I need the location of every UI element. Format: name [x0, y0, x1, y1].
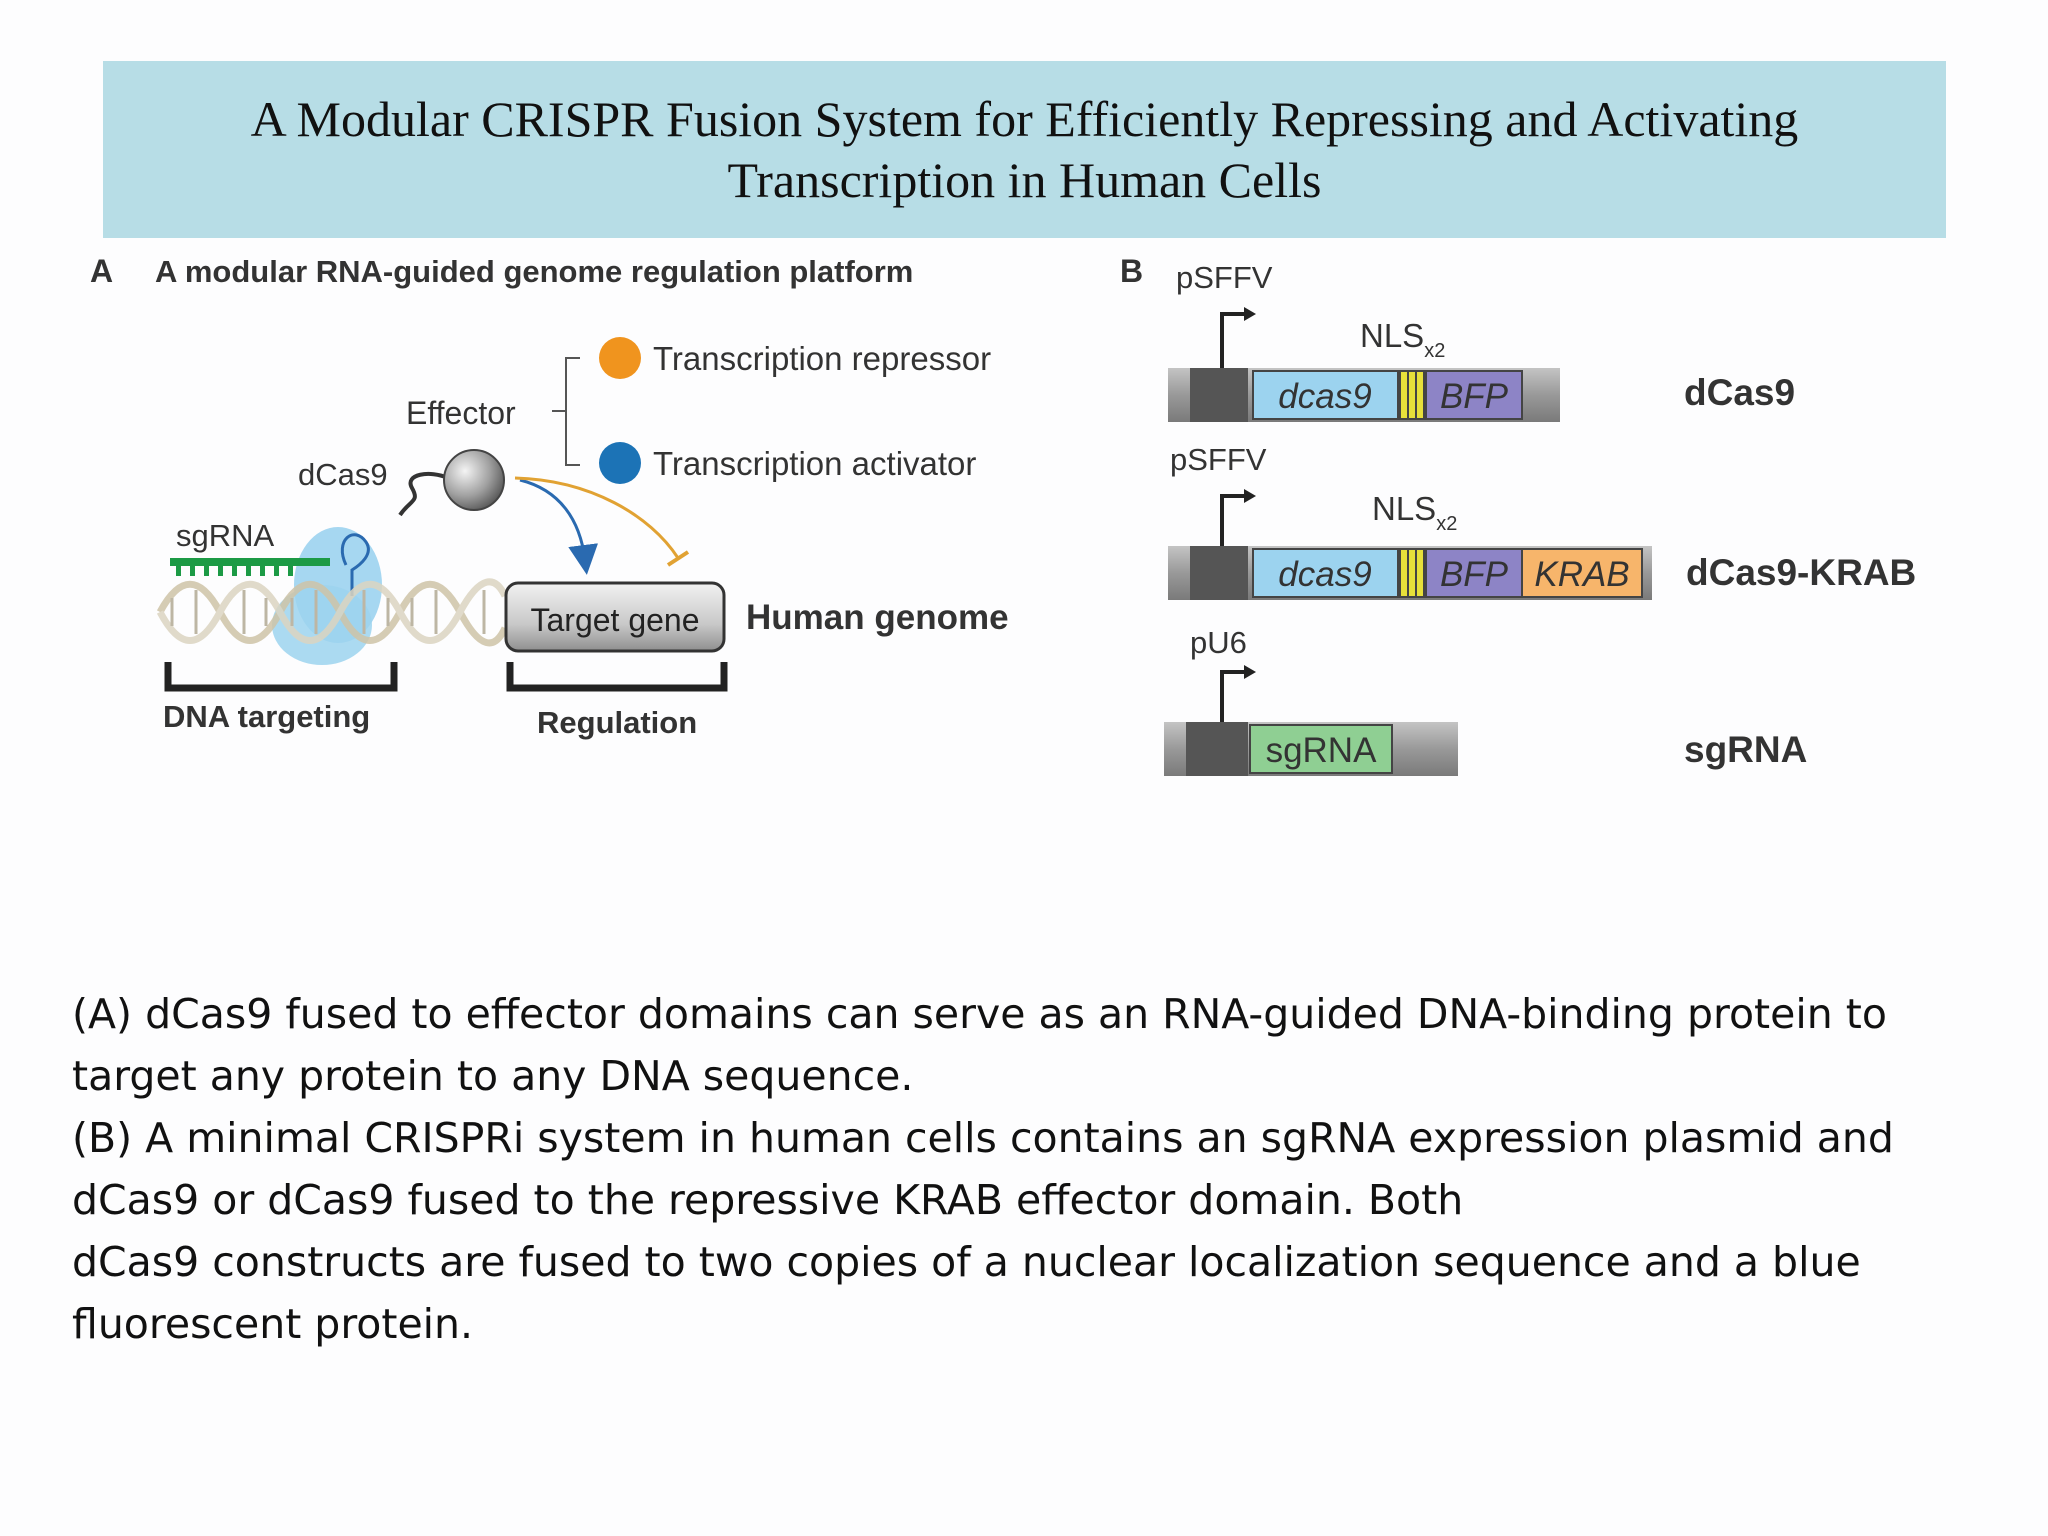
repressor-dot	[599, 337, 641, 379]
repression-bar	[666, 550, 690, 567]
panel-a-heading: A modular RNA-guided genome regulation p…	[155, 254, 913, 289]
promoter-arrowhead	[1244, 489, 1256, 503]
promoter-arrowhead	[1244, 307, 1256, 321]
promoter-arrow	[1220, 312, 1246, 368]
target-gene-label: Target gene	[530, 602, 699, 638]
promoter-arrow	[1220, 494, 1246, 548]
activation-arrow	[519, 478, 599, 575]
promoter-block	[1190, 368, 1248, 422]
promoter-arrow	[1220, 670, 1246, 724]
bfp-domain-label: BFP	[1440, 377, 1509, 416]
caption-b-line3: dCas9 constructs are fused to two copies…	[72, 1238, 1861, 1286]
dna-targeting-label: DNA targeting	[163, 699, 370, 734]
effector-label: Effector	[406, 395, 516, 431]
caption-b-line4: fluorescent protein.	[72, 1300, 474, 1348]
dcas9-domain	[1252, 370, 1399, 420]
bfp-domain-label: BFP	[1440, 555, 1509, 594]
slide-title: A Modular CRISPR Fusion System for Effic…	[103, 61, 1946, 238]
caption-b-line1: (B) A minimal CRISPRi system in human ce…	[72, 1114, 1894, 1162]
sgrna-teeth	[176, 566, 293, 576]
activator-dot	[599, 442, 641, 484]
dna-targeting-bracket	[164, 662, 398, 692]
sgrna-domain-label: sgRNA	[1266, 731, 1378, 770]
panel-b-letter: B	[1120, 253, 1143, 289]
slide-title-line2: Transcription in Human Cells	[727, 151, 1322, 208]
nls-domain	[1399, 548, 1425, 598]
panel-d-letter: D	[1120, 864, 1145, 880]
dcas9-domain-label: dcas9	[1278, 555, 1371, 594]
cropped-panel-letters: C D	[90, 864, 1145, 880]
nls-label: NLSx2	[1360, 317, 1445, 362]
target-gene-box	[504, 581, 726, 653]
construct-name: sgRNA	[1684, 729, 1807, 770]
dcas9-domain-label: dcas9	[1278, 377, 1371, 416]
caption-a-line1: (A) dCas9 fused to effector domains can …	[72, 990, 1887, 1038]
promoter-label: pU6	[1190, 625, 1247, 660]
regulation-bracket	[506, 662, 728, 692]
activator-label: Transcription activator	[653, 445, 976, 482]
regulation-label: Regulation	[537, 705, 697, 740]
promoter-block	[1190, 546, 1248, 600]
effector-ball	[443, 449, 505, 511]
slide-title-line1: A Modular CRISPR Fusion System for Effic…	[250, 90, 1799, 147]
sgrna-hairpin	[340, 533, 370, 596]
dcas9-domain	[1252, 548, 1399, 598]
effector-tether	[398, 471, 449, 517]
dna-helix	[156, 578, 509, 647]
construct-sgrna: pU6 sgRNA sgRNA	[1164, 625, 1807, 776]
nls-label: NLSx2	[1372, 490, 1457, 535]
construct-dcas9: pSFFV NLSx2 dcas9 BFP dCas9	[1168, 260, 1795, 422]
sgrna-strand	[170, 558, 330, 566]
promoter-block	[1186, 722, 1248, 776]
dna-rungs	[170, 590, 486, 634]
dcas9-label: dCas9	[298, 457, 388, 492]
bfp-domain	[1425, 370, 1523, 420]
promoter-arrowhead	[1244, 665, 1256, 679]
nls-domain	[1399, 370, 1425, 420]
krab-domain	[1521, 548, 1643, 598]
sgrna-domain	[1249, 724, 1393, 774]
caption-a-line2: target any protein to any DNA sequence.	[72, 1052, 914, 1100]
promoter-label: pSFFV	[1170, 442, 1267, 477]
construct-name: dCas9-KRAB	[1686, 552, 1916, 593]
crispr-figure: A A modular RNA-guided genome regulation…	[90, 253, 1916, 880]
promoter-label: pSFFV	[1176, 260, 1273, 295]
effector-bracket	[552, 357, 580, 466]
krab-domain-label: KRAB	[1534, 555, 1629, 594]
sgrna-label: sgRNA	[176, 518, 275, 553]
figure-caption: (A) dCas9 fused to effector domains can …	[72, 983, 1992, 1355]
repressor-label: Transcription repressor	[653, 340, 991, 377]
construct-name: dCas9	[1684, 372, 1795, 413]
human-genome-label: Human genome	[746, 598, 1009, 637]
panel-a: A A modular RNA-guided genome regulation…	[90, 253, 1009, 740]
panel-a-letter: A	[90, 253, 113, 289]
panel-b: B pSFFV NLSx2 dcas9 BFP dCas9 pSFFV NLSx…	[1120, 253, 1916, 776]
panel-c-letter: C	[90, 864, 115, 880]
construct-dcas9-krab: pSFFV NLSx2 dcas9 BFP KRAB dCas9-KRAB	[1168, 442, 1916, 600]
repression-arrow	[514, 476, 680, 559]
caption-b-line2: dCas9 or dCas9 fused to the repressive K…	[72, 1176, 1464, 1224]
